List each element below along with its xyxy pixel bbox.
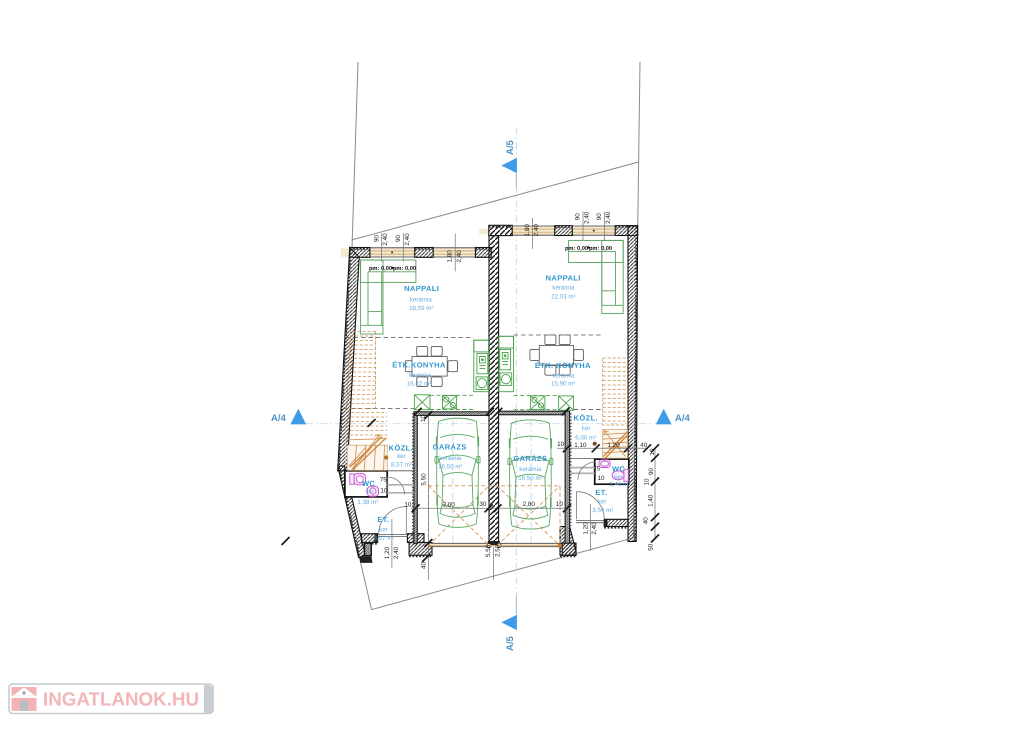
svg-text:ker: ker (614, 474, 623, 481)
svg-text:pm: 0,00: pm: 0,00 (369, 266, 392, 272)
svg-text:ker: ker (366, 488, 375, 495)
svg-text:pm: 0,00: pm: 0,00 (589, 246, 612, 252)
svg-text:40: 40 (643, 517, 650, 525)
svg-text:3,54 m²: 3,54 m² (592, 507, 613, 514)
svg-text:90: 90 (373, 235, 380, 243)
svg-text:GARÁZS: GARÁZS (433, 443, 467, 452)
svg-text:10: 10 (556, 501, 564, 508)
svg-text:10: 10 (420, 415, 427, 423)
svg-text:6,06 m²: 6,06 m² (575, 434, 596, 441)
svg-text:2,40: 2,40 (382, 233, 389, 246)
svg-text:40: 40 (640, 442, 648, 449)
svg-text:KÖZL.: KÖZL. (389, 443, 414, 452)
svg-text:8,57 m²: 8,57 m² (391, 461, 412, 468)
svg-text:2,40: 2,40 (605, 211, 612, 224)
svg-text:5,50: 5,50 (485, 544, 492, 557)
svg-text:2,80: 2,80 (523, 501, 536, 508)
svg-text:kerámia: kerámia (409, 372, 432, 379)
svg-text:90: 90 (575, 213, 582, 221)
svg-text:5,50: 5,50 (420, 473, 427, 486)
svg-text:10: 10 (597, 475, 605, 482)
svg-text:90: 90 (395, 235, 402, 243)
svg-text:16,50 m²: 16,50 m² (438, 464, 462, 471)
svg-text:75: 75 (593, 466, 601, 473)
svg-text:2,40: 2,40 (393, 546, 400, 559)
svg-text:1,20: 1,20 (607, 442, 620, 449)
svg-text:22,03 m²: 22,03 m² (551, 294, 575, 301)
svg-text:kerámia: kerámia (552, 372, 575, 379)
svg-text:A/5: A/5 (505, 636, 516, 652)
svg-text:1,80: 1,80 (524, 224, 531, 237)
svg-text:ker: ker (379, 526, 388, 533)
svg-text:10: 10 (404, 502, 412, 509)
svg-text:30: 30 (479, 501, 487, 508)
svg-text:ker: ker (598, 498, 607, 505)
svg-text:1,40: 1,40 (648, 494, 655, 507)
svg-text:GARÁZS: GARÁZS (513, 454, 547, 463)
svg-text:16,50 m²: 16,50 m² (518, 475, 542, 482)
svg-text:1,38 m²: 1,38 m² (357, 499, 378, 506)
svg-text:KÖZL.: KÖZL. (574, 414, 599, 423)
svg-text:10: 10 (557, 441, 565, 448)
svg-text:NAPPALI: NAPPALI (546, 273, 581, 282)
svg-text:kerámia: kerámia (519, 466, 542, 473)
svg-text:2,40: 2,40 (591, 522, 598, 535)
svg-text:40: 40 (421, 562, 428, 570)
svg-text:WC: WC (612, 465, 625, 474)
svg-text:A/5: A/5 (505, 140, 516, 156)
svg-text:2,50: 2,50 (495, 544, 502, 557)
svg-text:1,80: 1,80 (447, 250, 454, 263)
svg-text:kerámia: kerámia (552, 285, 575, 292)
svg-text:ÉTK.KONYHA: ÉTK.KONYHA (392, 361, 446, 370)
svg-text:1,20: 1,20 (384, 546, 391, 559)
svg-text:15,90 m²: 15,90 m² (551, 380, 575, 387)
svg-text:90: 90 (596, 213, 603, 221)
svg-text:2,40: 2,40 (533, 224, 540, 237)
svg-text:kerámia: kerámia (410, 296, 433, 303)
svg-text:ker: ker (397, 453, 406, 460)
svg-text:75: 75 (380, 476, 388, 483)
svg-text:2,40: 2,40 (584, 211, 591, 224)
svg-text:90: 90 (648, 468, 655, 476)
svg-text:18,59 m²: 18,59 m² (409, 305, 433, 312)
svg-text:2,40: 2,40 (404, 233, 411, 246)
svg-text:A/4: A/4 (675, 413, 691, 424)
svg-text:WC: WC (362, 479, 375, 488)
svg-text:2,40: 2,40 (456, 250, 463, 263)
svg-text:NAPPALI: NAPPALI (404, 284, 439, 293)
svg-text:ET.: ET. (377, 515, 389, 524)
svg-text:3,00: 3,00 (442, 501, 455, 508)
svg-text:pm: 0,00: pm: 0,00 (565, 246, 588, 252)
svg-text:ET.: ET. (595, 488, 607, 497)
svg-text:kerámia: kerámia (439, 455, 462, 462)
svg-text:1,20: 1,20 (582, 522, 589, 535)
svg-text:INGATLANOK.HU: INGATLANOK.HU (43, 690, 199, 711)
svg-text:1,46 m²: 1,46 m² (609, 481, 630, 488)
svg-text:16,32 m²: 16,32 m² (407, 381, 431, 388)
svg-text:pm: 0,00: pm: 0,00 (393, 266, 416, 272)
svg-text:10: 10 (649, 448, 656, 456)
svg-text:3,57 m²: 3,57 m² (374, 535, 395, 542)
svg-text:ÉTK. KONYHA: ÉTK. KONYHA (535, 361, 591, 370)
svg-text:1,10: 1,10 (574, 442, 587, 449)
svg-text:10: 10 (380, 487, 388, 494)
svg-text:50: 50 (648, 543, 655, 551)
svg-text:A/4: A/4 (271, 413, 287, 424)
svg-text:ker: ker (582, 425, 591, 432)
svg-text:10: 10 (643, 478, 650, 486)
